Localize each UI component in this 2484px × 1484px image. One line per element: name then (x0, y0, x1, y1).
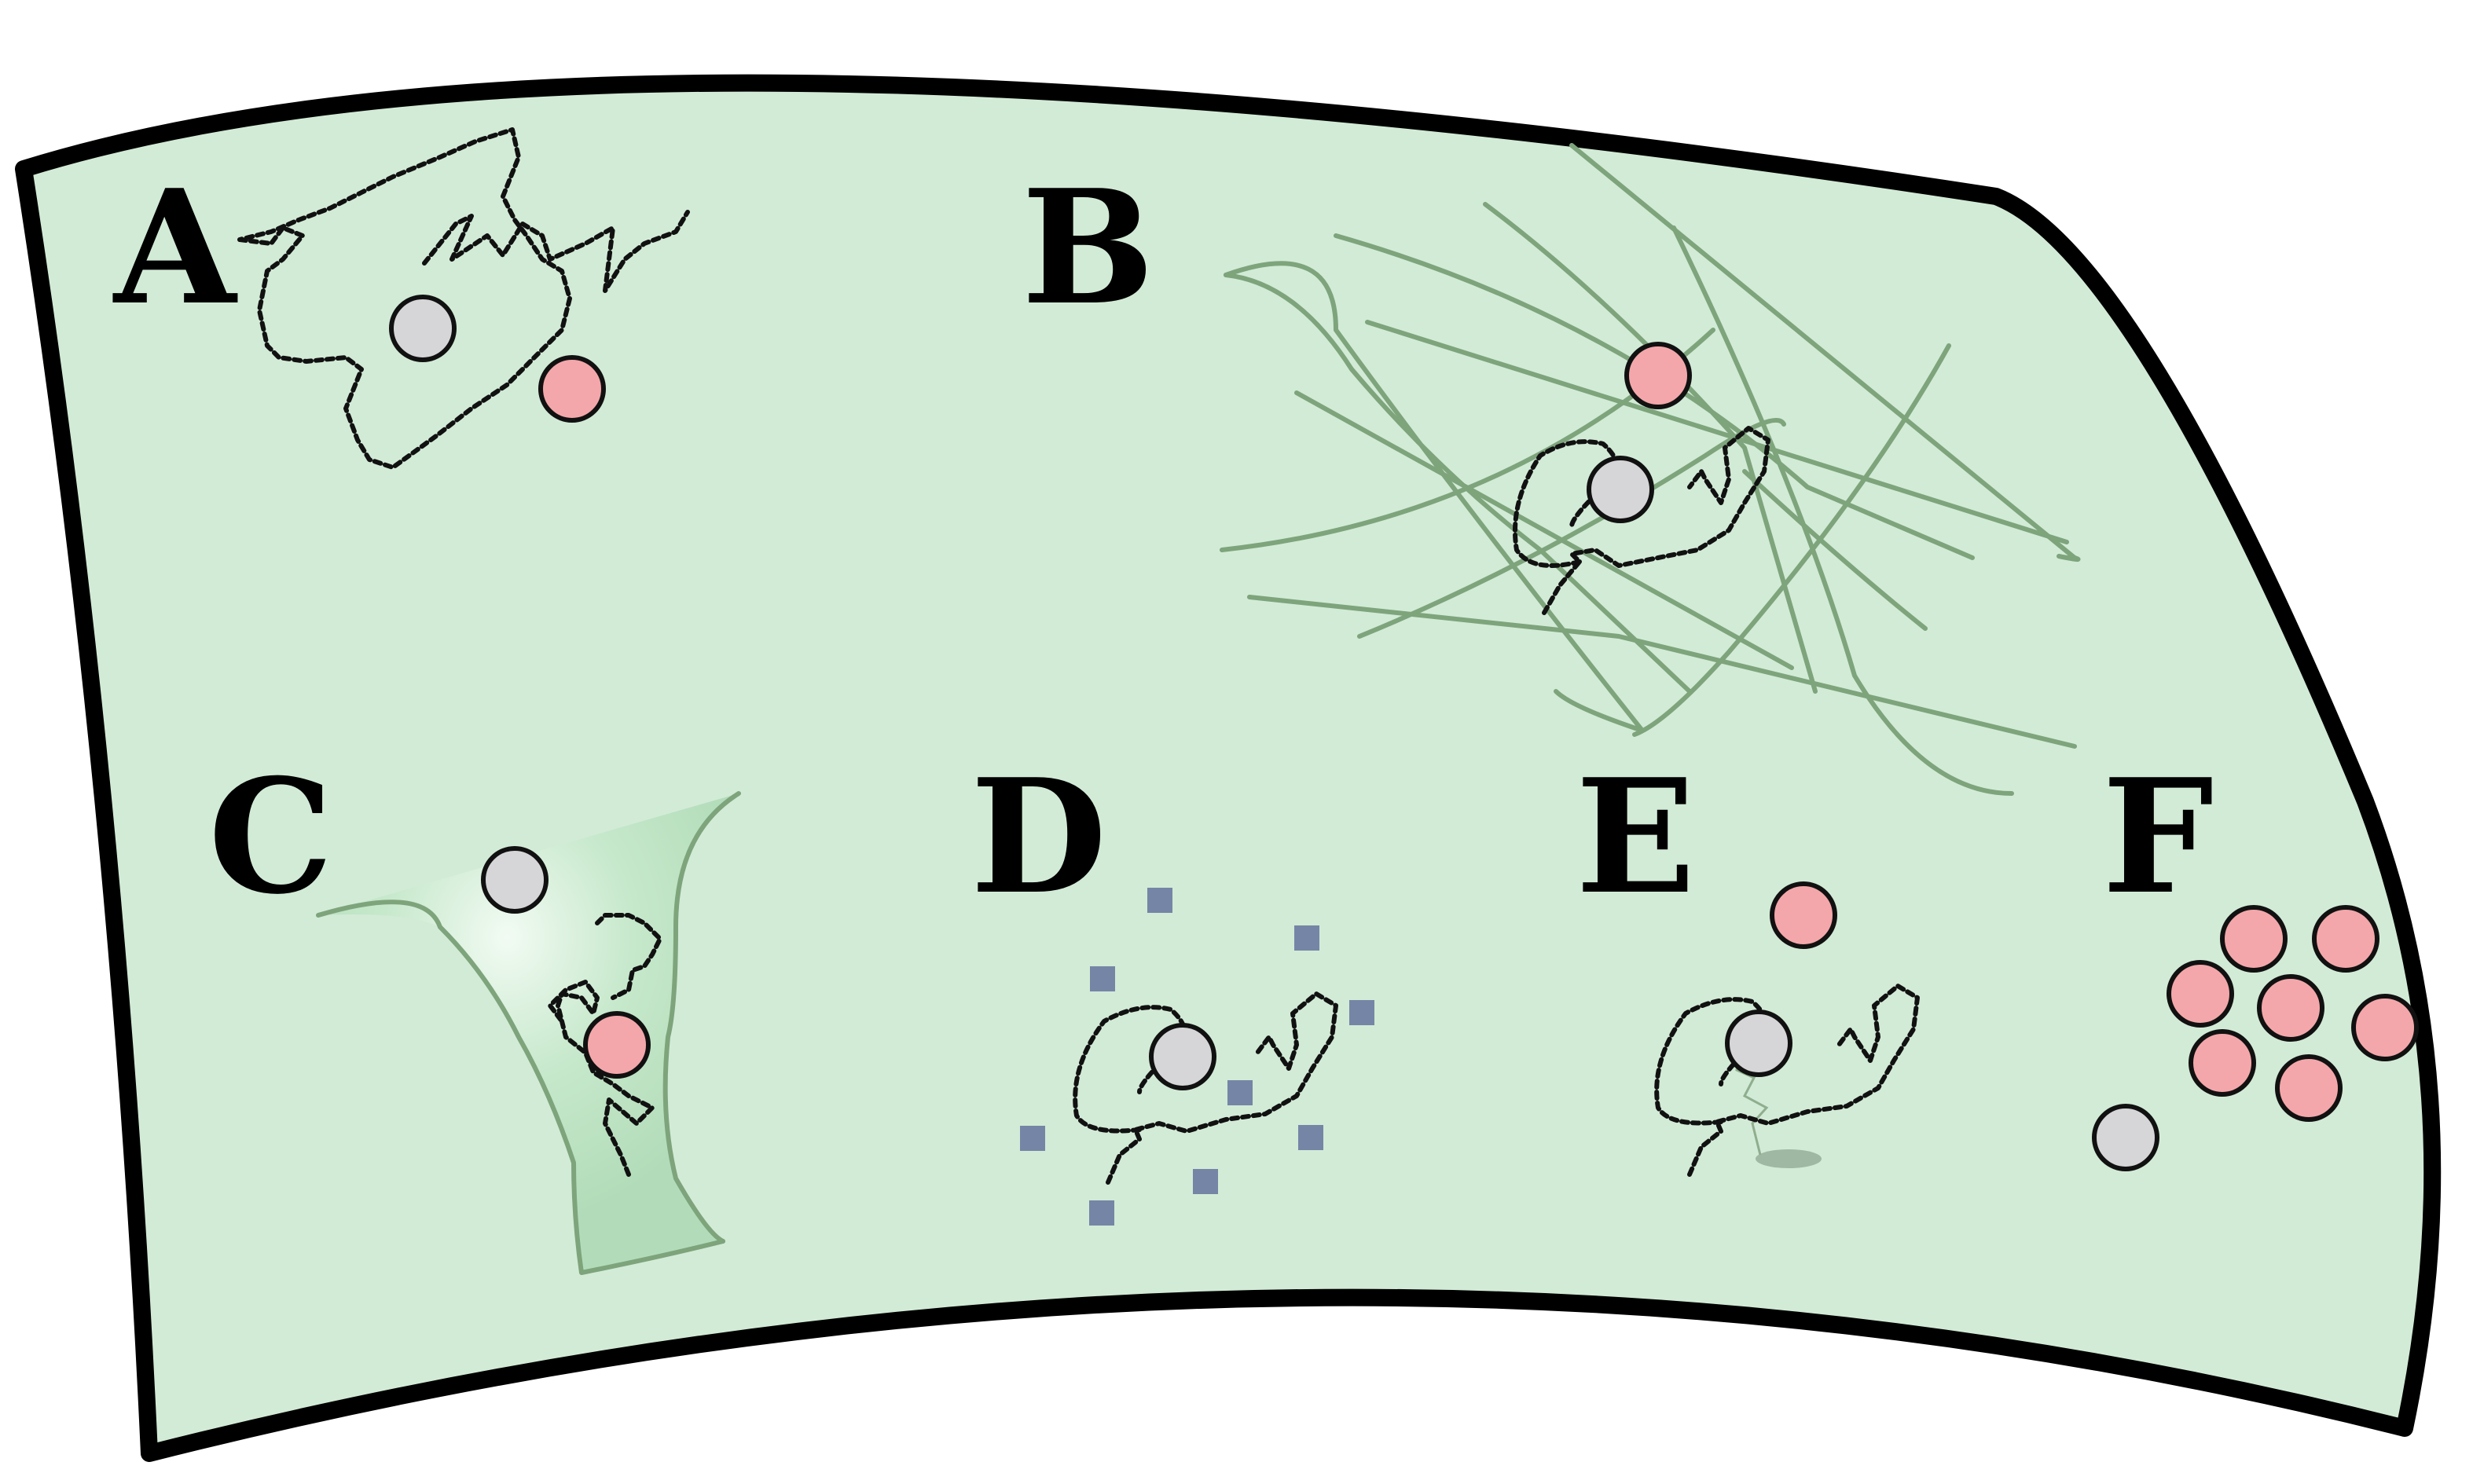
panel-f (2092, 905, 2419, 1171)
fiber-b-4 (1334, 233, 1975, 560)
fiber-b-13 (1742, 469, 1928, 631)
anchor-point-e (1756, 1149, 1822, 1168)
grey-particle-a (389, 295, 457, 362)
fiber-b-2 (1247, 595, 2077, 749)
fiber-b-6 (1569, 143, 2081, 562)
obstacle-d-3 (1090, 966, 1115, 991)
fiber-b-10 (1224, 261, 1645, 733)
panel-a (237, 127, 690, 470)
fiber-b-7 (1483, 202, 1818, 694)
obstacle-d-2 (1294, 925, 1319, 951)
confinement-channel (318, 793, 739, 1273)
obstacle-d-4 (1349, 1000, 1374, 1025)
obstacle-d-5 (1227, 1080, 1253, 1105)
panel-label-c: C (208, 745, 333, 929)
pink-particle-c (583, 1011, 651, 1079)
panel-label-d: D (970, 745, 1106, 929)
pink-particle-f-2 (2312, 905, 2379, 973)
obstacle-d-1 (1147, 888, 1172, 913)
panel-b (1220, 143, 2081, 796)
pink-particle-f-3 (2167, 960, 2234, 1028)
panel-e (1654, 881, 1920, 1177)
grey-particle-e (1725, 1009, 1792, 1077)
pink-particle-f-7 (2275, 1054, 2343, 1122)
obstacle-d-6 (1020, 1126, 1045, 1151)
trajectory-a-tail (422, 210, 690, 293)
fiber-b-9 (1632, 343, 1951, 737)
pink-particle-f-5 (2351, 994, 2419, 1061)
obstacle-d-9 (1089, 1200, 1114, 1226)
pink-particle-f-1 (2220, 905, 2288, 973)
grey-particle-c (481, 846, 549, 914)
pink-particle-a (538, 355, 606, 423)
pink-particle-f-6 (2189, 1029, 2256, 1097)
fiber-b-5 (1365, 320, 2069, 544)
obstacle-d-7 (1298, 1125, 1323, 1150)
grey-particle-f (2092, 1104, 2159, 1171)
fiber-b-12 (1224, 273, 1692, 694)
trajectory-a (237, 127, 572, 470)
grey-particle-d (1149, 1023, 1216, 1090)
obstacle-d-8 (1193, 1169, 1218, 1194)
panel-d (1020, 888, 1374, 1226)
grey-particle-b (1587, 456, 1654, 523)
panel-label-b: B (1022, 156, 1154, 340)
fiber-b-8 (1671, 225, 2014, 796)
trajectory-c (548, 913, 662, 1177)
channel-wall-right (662, 791, 741, 1244)
membrane-sheet (15, 74, 2442, 1462)
pink-particle-b (1624, 342, 1692, 409)
pink-particle-f-4 (2257, 974, 2324, 1042)
panel-label-f: F (2102, 745, 2214, 929)
channel-wall-left (316, 900, 725, 1275)
panel-label-a: A (112, 156, 238, 340)
pink-particle-e (1770, 881, 1837, 949)
fiber-b-3 (1294, 390, 1794, 670)
panel-label-e: E (1576, 745, 1695, 929)
panel-c (316, 791, 741, 1275)
